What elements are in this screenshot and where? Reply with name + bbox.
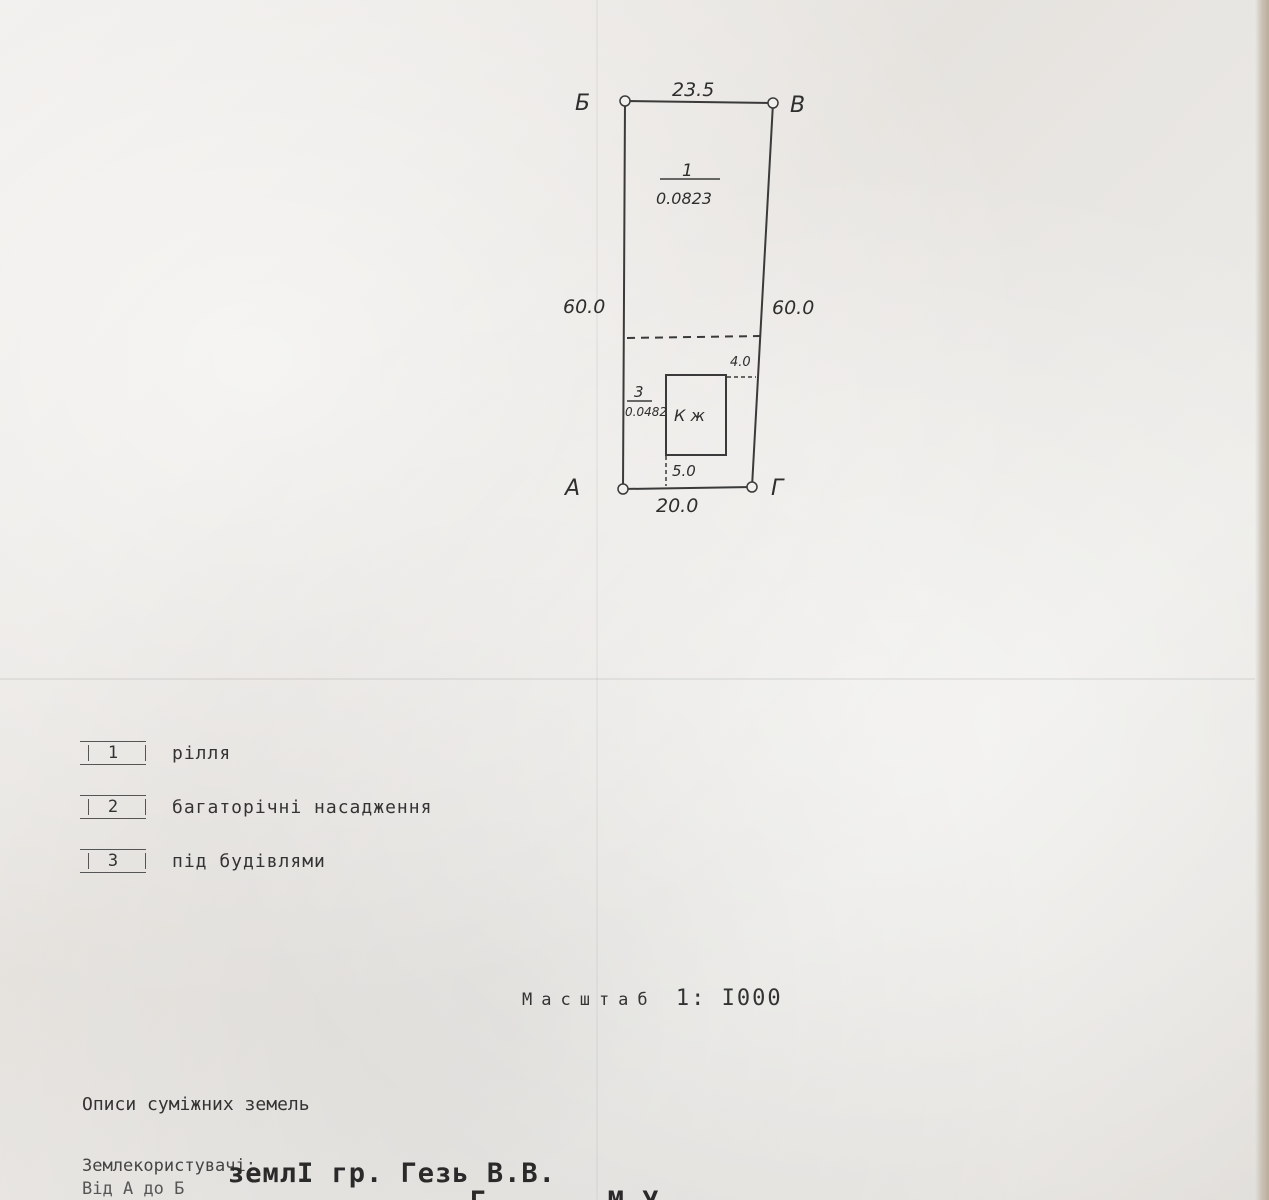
- dimension-top: 23.5: [672, 79, 714, 101]
- vertex-a-label: А: [563, 476, 580, 501]
- vertex-v-point: [767, 97, 779, 109]
- legend-item: 1 рілля: [80, 726, 432, 780]
- parcel-3-number: 3: [634, 383, 644, 401]
- vertex-a-point: [617, 483, 629, 495]
- dimension-right: 60.0: [772, 297, 814, 319]
- dimension-bottom: 20.0: [656, 495, 698, 517]
- legend-code-box: 3: [80, 849, 146, 873]
- vertex-g-label: Г: [771, 476, 785, 501]
- neighbor-entry-1: землI гр. Гезь В.В.: [228, 1158, 556, 1189]
- from-a-to-b-label: Від А до Б: [82, 1179, 185, 1199]
- dimension-left: 60.0: [563, 296, 605, 318]
- legend-code-box: 2: [80, 795, 146, 819]
- paper-edge: [1255, 0, 1269, 1200]
- parcel-1-number: 1: [682, 161, 693, 181]
- scale-label: Масштаб: [522, 990, 657, 1010]
- neighbor-entry-2: Г М.У.: [228, 1186, 677, 1200]
- building-label: К ж: [674, 406, 705, 425]
- building-offset-bottom: 5.0: [672, 462, 696, 480]
- parcel-boundary: [621, 99, 775, 491]
- scale-value: 1: I000: [675, 986, 783, 1011]
- parcel-1-area: 0.0823: [656, 189, 712, 208]
- legend-item: 3 під будівлями: [80, 834, 432, 888]
- vertex-g-point: [746, 481, 758, 493]
- legend-item: 2 багаторічні насадження: [80, 780, 432, 834]
- paper-fold-horizontal: [0, 678, 1255, 680]
- building-offset-right: 4.0: [730, 355, 751, 370]
- scale-line: Масштаб 1: I000: [522, 986, 783, 1011]
- vertex-b-label: Б: [575, 91, 590, 116]
- legend: 1 рілля 2 багаторічні насадження 3 під б…: [80, 726, 432, 888]
- land-users-label: Землекористувачі:: [82, 1156, 256, 1176]
- adjacent-lands-title: Описи суміжних земель: [82, 1094, 310, 1115]
- legend-label: рілля: [172, 742, 232, 764]
- legend-label: під будівлями: [172, 850, 326, 872]
- legend-label: багаторічні насадження: [172, 796, 433, 818]
- vertex-b-point: [619, 95, 631, 107]
- vertex-v-label: В: [790, 93, 805, 118]
- parcel-3-area: 0.0482: [625, 405, 667, 419]
- legend-code-box: 1: [80, 741, 146, 765]
- building-outline: [665, 374, 727, 456]
- parcel-division-line: [626, 335, 761, 339]
